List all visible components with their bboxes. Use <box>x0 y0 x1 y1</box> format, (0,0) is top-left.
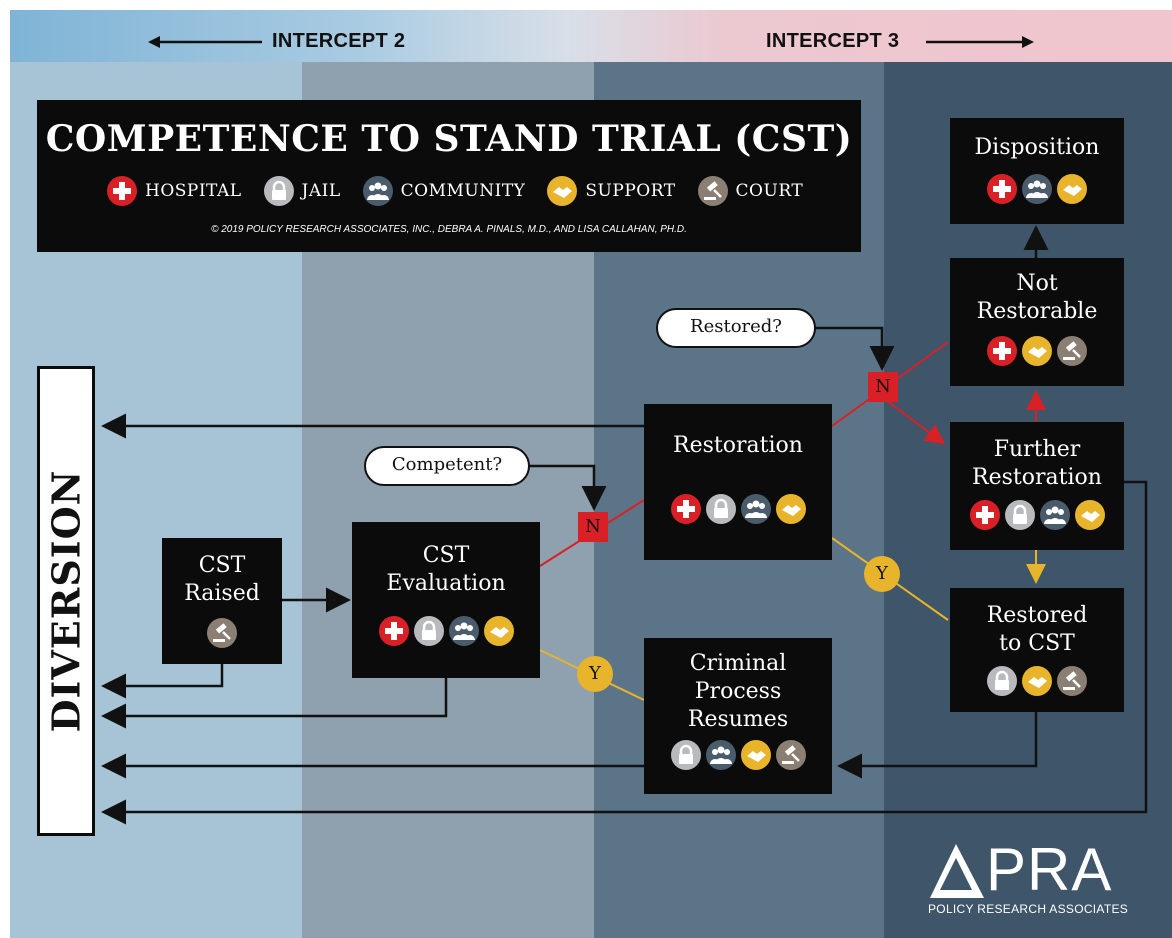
criminal-process-box: Criminal Process Resumes <box>644 638 832 794</box>
court-icon <box>697 176 728 206</box>
cst-raised-box: CST Raised <box>162 538 282 664</box>
legend-label-jail: JAIL <box>301 181 341 201</box>
jail-icon <box>413 616 444 646</box>
support-icon <box>547 176 578 206</box>
community-icon <box>740 494 771 524</box>
hospital-icon <box>107 176 137 206</box>
yes-badge: Y <box>864 556 900 592</box>
support-icon <box>1022 336 1052 366</box>
no-badge: N <box>868 372 898 402</box>
not-restorable-label: Not Restorable <box>976 271 1098 324</box>
restored-to-cst-box: Restored to CST <box>950 588 1124 712</box>
further-restoration-label: Further Restoration <box>972 437 1102 490</box>
disposition-box: Disposition <box>950 118 1124 224</box>
pra-logo: PRA POLICY RESEARCH ASSOCIATES <box>928 838 1138 928</box>
criminal-process-label: Criminal Process Resumes <box>687 651 789 732</box>
intercept-band <box>10 10 1172 62</box>
diversion-box: DIVERSION <box>37 366 95 836</box>
competent-question: Competent? <box>364 446 530 486</box>
cst-evaluation-label: CST Evaluation <box>386 543 506 596</box>
support-icon <box>483 616 514 646</box>
intercept-2-label: INTERCEPT 2 <box>272 30 406 52</box>
support-icon <box>1057 174 1087 204</box>
hospital-icon <box>670 494 701 524</box>
community-icon <box>705 740 736 770</box>
no-badge: N <box>578 512 608 542</box>
jail-icon <box>670 740 701 770</box>
yes-badge: Y <box>577 656 613 692</box>
jail-icon <box>263 176 294 206</box>
pra-triangle-mark <box>930 844 984 898</box>
jail-icon <box>987 666 1017 696</box>
community-icon <box>1022 174 1052 204</box>
support-icon <box>775 494 806 524</box>
court-icon <box>207 618 237 648</box>
legend-label-court: COURT <box>735 181 804 201</box>
court-icon <box>1057 666 1087 696</box>
disposition-label: Disposition <box>974 135 1100 160</box>
court-icon <box>775 740 806 770</box>
diversion-label: DIVERSION <box>43 469 89 733</box>
cst-raised-label: CST Raised <box>184 553 260 606</box>
hospital-icon <box>987 174 1017 204</box>
community-icon <box>362 176 393 206</box>
pra-subtitle: POLICY RESEARCH ASSOCIATES <box>928 902 1129 916</box>
support-icon <box>1022 666 1052 696</box>
jail-icon <box>705 494 736 524</box>
legend-label-community: COMMUNITY <box>400 181 526 201</box>
page-title: COMPETENCE TO STAND TRIAL (CST) <box>45 118 853 160</box>
restoration-label: Restoration <box>673 433 803 458</box>
title-block: COMPETENCE TO STAND TRIAL (CST) HOSPITAL… <box>37 100 861 252</box>
restoration-box: Restoration <box>644 404 832 560</box>
support-icon <box>740 740 771 770</box>
copyright: © 2019 POLICY RESEARCH ASSOCIATES, INC.,… <box>211 224 687 235</box>
hospital-icon <box>969 500 1000 530</box>
restored-to-cst-label: Restored to CST <box>986 603 1088 656</box>
pra-wordmark: PRA <box>986 836 1113 903</box>
restored-question: Restored? <box>656 308 816 348</box>
legend-label-hospital: HOSPITAL <box>145 181 242 201</box>
legend-label-support: SUPPORT <box>585 181 676 201</box>
community-icon <box>448 616 479 646</box>
hospital-icon <box>987 336 1017 366</box>
court-icon <box>1057 336 1087 366</box>
further-restoration-box: Further Restoration <box>950 422 1124 550</box>
community-icon <box>1039 500 1070 530</box>
intercept-3-label: INTERCEPT 3 <box>766 30 900 52</box>
intercept-arrows <box>148 36 1034 48</box>
support-icon <box>1074 500 1105 530</box>
cst-evaluation-box: CST Evaluation <box>352 522 540 678</box>
legend: HOSPITAL JAIL COMMUNITY SUPPORT COURT <box>107 176 817 206</box>
not-restorable-box: Not Restorable <box>950 258 1124 386</box>
jail-icon <box>1004 500 1035 530</box>
hospital-icon <box>378 616 409 646</box>
